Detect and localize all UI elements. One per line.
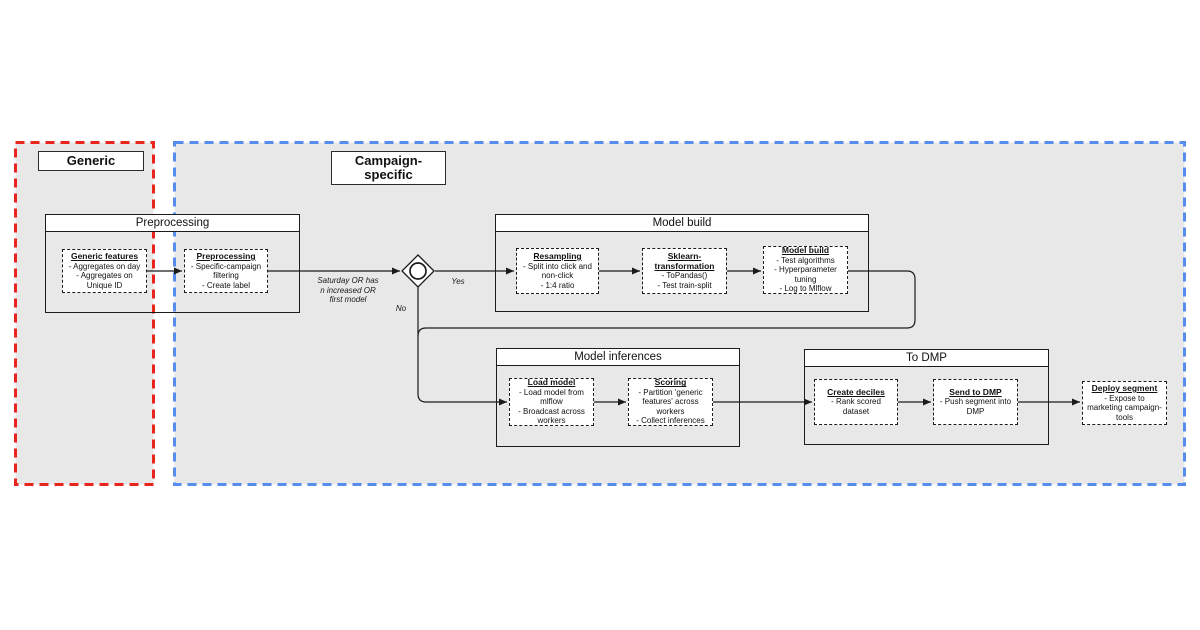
node-title: Load model [527, 377, 576, 388]
model-inferences-container-title: Model inferences [497, 349, 739, 366]
node-title: Create deciles [827, 386, 885, 397]
gateway-yes-label: Yes [451, 277, 465, 286]
node-title: Send to DMP [949, 386, 1002, 397]
preprocessing-node: Preprocessing - Specific-campaign filter… [184, 249, 268, 293]
gateway-diamond-icon [401, 254, 435, 288]
node-title: Preprocessing [196, 251, 256, 262]
gateway-circle-icon [409, 262, 427, 280]
load-model-node: Load model - Load model from mlflow - Br… [509, 378, 594, 426]
generic-features-node: Generic features - Aggregates on day - A… [62, 249, 147, 293]
gateway-no-label: No [395, 304, 407, 313]
to-dmp-container-title: To DMP [805, 350, 1048, 367]
node-title: Generic features [70, 251, 139, 262]
edge-gateway-no-to-load-model [417, 287, 507, 406]
campaign-region-label: Campaign- specific [331, 151, 446, 185]
deploy-segment-node: Deploy segment - Expose to marketing cam… [1082, 381, 1167, 425]
node-title: Sklearn-transformation [654, 251, 715, 271]
preprocessing-container-title: Preprocessing [46, 215, 299, 232]
scoring-node: Scoring - Partition 'generic features' a… [628, 378, 713, 426]
generic-region [14, 141, 155, 486]
model-build-node: Model build - Test algorithms - Hyperpar… [763, 246, 848, 294]
gateway-condition-label: Saturday OR has n increased OR first mod… [317, 276, 379, 305]
generic-region-label: Generic [38, 151, 144, 171]
node-title: Scoring [654, 377, 687, 388]
sklearn-transformation-node: Sklearn-transformation - ToPandas() - Te… [642, 248, 727, 294]
node-title: Deploy segment [1091, 383, 1158, 394]
create-deciles-node: Create deciles - Rank scored dataset [814, 379, 898, 425]
node-title: Resampling [533, 251, 582, 262]
resampling-node: Resampling - Split into click and non-cl… [516, 248, 599, 294]
send-to-dmp-node: Send to DMP - Push segment into DMP [933, 379, 1018, 425]
node-title: Model build [781, 245, 830, 256]
model-build-container-title: Model build [496, 215, 868, 232]
